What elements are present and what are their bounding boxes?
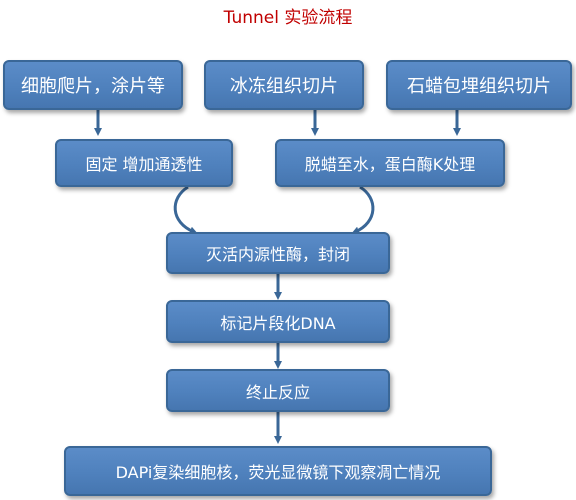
arrow-dewax-to-inactivate <box>351 185 375 235</box>
step-stop-reaction: 终止反应 <box>166 369 390 412</box>
step-cell-slides: 细胞爬片，涂片等 <box>3 60 183 110</box>
step-inactivate-block: 灭活内源性酶，封闭 <box>166 232 390 274</box>
diagram-title: Tunnel 实验流程 <box>223 8 353 28</box>
step-fix-permeabilize: 固定 增加通透性 <box>55 139 233 187</box>
arrow-fix-to-inactivate <box>173 185 198 235</box>
step-frozen-sections: 冰冻组织切片 <box>204 60 364 110</box>
step-dapi-observe: DAPi复染细胞核，荧光显微镜下观察凋亡情况 <box>64 446 492 496</box>
step-dewax-proteinase: 脱蜡至水，蛋白酶K处理 <box>275 139 505 187</box>
step-label-dna: 标记片段化DNA <box>166 300 390 343</box>
step-paraffin-sections: 石蜡包埋组织切片 <box>386 60 572 110</box>
